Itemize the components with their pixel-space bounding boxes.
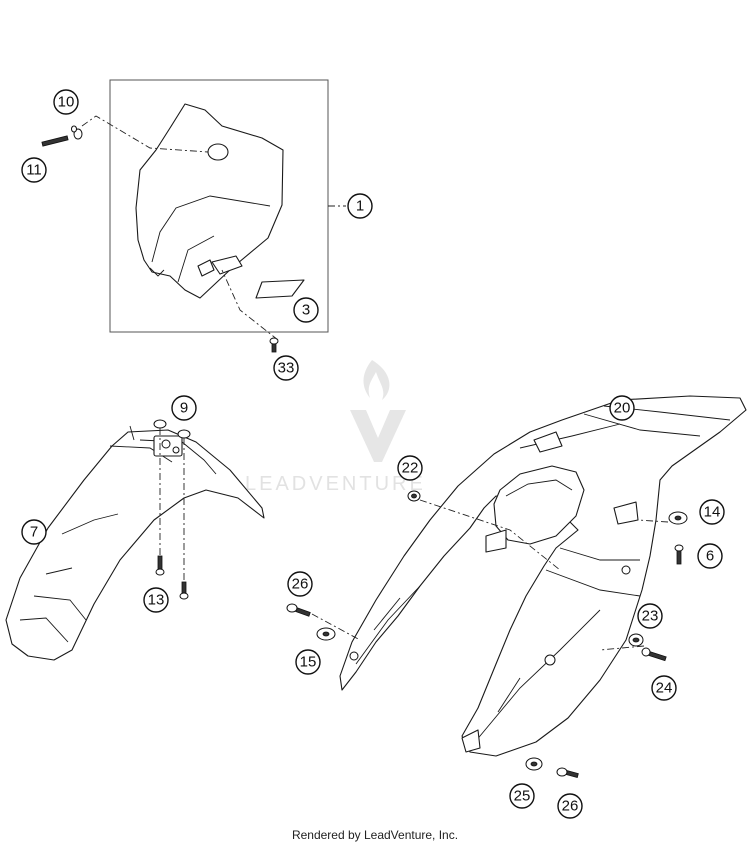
leadventure-watermark: LEADVENTURE <box>245 360 426 495</box>
plate-screw-and-washer <box>41 125 83 147</box>
leader-lines <box>81 115 669 651</box>
footer-credit: Rendered by LeadVenture, Inc. <box>291 828 459 842</box>
svg-text:20: 20 <box>614 400 631 417</box>
callout-26-left: 26 <box>287 571 313 597</box>
rear-fender-bolt-26-bottom <box>556 767 579 778</box>
callout-14: 14 <box>699 499 725 525</box>
rear-fender-washer-25 <box>525 757 543 771</box>
svg-text:26: 26 <box>292 576 309 593</box>
rear-fender <box>339 395 747 757</box>
svg-text:13: 13 <box>148 592 165 609</box>
svg-text:11: 11 <box>26 162 42 179</box>
svg-text:33: 33 <box>278 360 295 377</box>
callout-20: 20 <box>609 395 635 421</box>
callout-24: 24 <box>651 675 677 701</box>
rear-fender-nut-22 <box>407 490 421 502</box>
callout-11: 11 <box>21 157 47 183</box>
rear-fender-bolt-6 <box>674 544 684 565</box>
svg-text:7: 7 <box>30 524 38 541</box>
plate-bottom-screw <box>269 337 279 353</box>
svg-text:6: 6 <box>706 548 714 565</box>
callout-22: 22 <box>397 455 423 481</box>
rear-fender-nut-23 <box>628 633 644 647</box>
number-plate-decal <box>255 279 305 299</box>
svg-text:14: 14 <box>704 504 721 521</box>
front-number-plate <box>135 103 284 299</box>
svg-text:15: 15 <box>300 654 317 671</box>
svg-text:25: 25 <box>514 788 531 805</box>
callout-15: 15 <box>295 649 321 675</box>
svg-text:1: 1 <box>356 198 364 215</box>
svg-text:3: 3 <box>302 302 310 319</box>
rear-fender-grommet-15 <box>316 627 336 641</box>
callout-7: 7 <box>21 519 47 545</box>
svg-text:23: 23 <box>642 608 659 625</box>
callout-23: 23 <box>637 603 663 629</box>
callout-26-bottom: 26 <box>557 793 583 819</box>
watermark-text: LEADVENTURE <box>245 473 426 495</box>
svg-text:9: 9 <box>180 400 188 417</box>
svg-text:24: 24 <box>656 680 673 697</box>
callout-1: 1 <box>347 193 373 219</box>
callout-13: 13 <box>143 587 169 613</box>
callout-9: 9 <box>171 395 197 421</box>
rear-fender-grommet-14 <box>668 511 688 525</box>
callout-10: 10 <box>53 89 79 115</box>
rear-fender-bolt-24 <box>641 647 667 662</box>
svg-text:10: 10 <box>58 94 75 111</box>
callout-3: 3 <box>293 297 319 323</box>
callout-6: 6 <box>697 543 723 569</box>
fender-grommets <box>153 419 191 439</box>
callout-33: 33 <box>273 355 299 381</box>
svg-text:26: 26 <box>562 798 579 815</box>
front-fender <box>5 425 265 661</box>
fender-bolts <box>155 555 189 600</box>
rear-fender-bolt-26-left <box>286 603 311 617</box>
callout-25: 25 <box>509 783 535 809</box>
svg-text:22: 22 <box>402 460 419 477</box>
